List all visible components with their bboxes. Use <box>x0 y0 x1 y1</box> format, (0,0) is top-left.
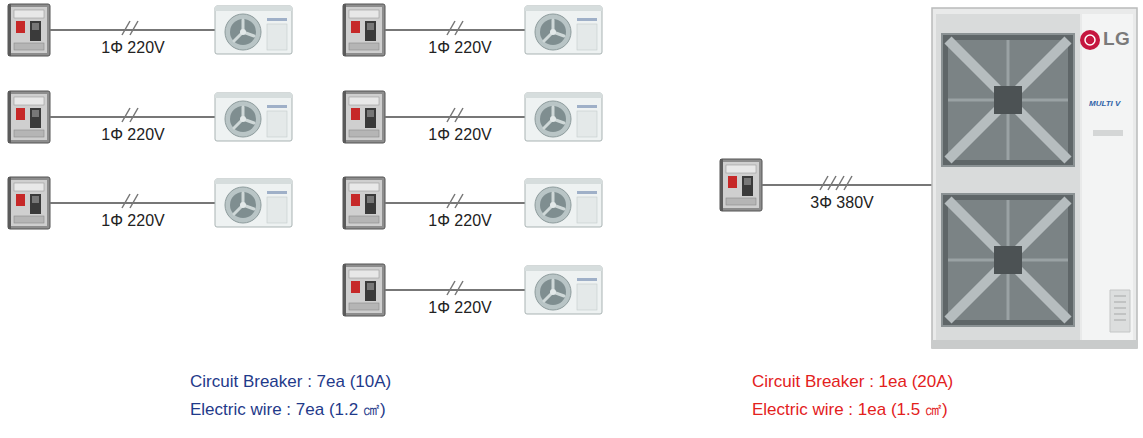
summary-note: Electric wire : 1ea (1.5 ㎠) <box>752 398 948 421</box>
voltage-label: 1Φ 220V <box>428 299 491 317</box>
logo-mark <box>1080 30 1100 50</box>
voltage-label-holder: 1Φ 220V <box>101 126 164 144</box>
breaker-symbol <box>720 159 762 211</box>
voltage-label: 1Φ 220V <box>101 39 164 57</box>
voltage-label: 1Φ 220V <box>428 212 491 230</box>
unit-column-2 <box>525 6 602 314</box>
summary-note-holder: Electric wire : 1ea (1.5 ㎠) <box>752 398 948 421</box>
voltage-label: 1Φ 220V <box>101 126 164 144</box>
summary-note: Circuit Breaker : 1ea (20A) <box>752 372 953 392</box>
breaker-column-1 <box>8 4 50 229</box>
voltage-label-holder: 1Φ 220V <box>101 39 164 57</box>
outdoor-unit <box>215 179 292 227</box>
three-phase-wire <box>762 176 932 190</box>
outdoor-unit <box>525 6 602 54</box>
breaker-symbol <box>343 91 385 143</box>
breaker-symbol <box>343 177 385 229</box>
summary-note: Electric wire : 7ea (1.2 ㎠) <box>190 398 386 421</box>
voltage-label: 1Φ 220V <box>428 39 491 57</box>
summary-note-holder: Circuit Breaker : 7ea (10A) <box>190 372 391 392</box>
wire-column-1 <box>50 21 215 208</box>
voltage-label-holder: 1Φ 220V <box>428 299 491 317</box>
summary-note-holder: Circuit Breaker : 1ea (20A) <box>752 372 953 392</box>
model-name: MULTI V <box>1089 99 1120 108</box>
wire-column-2 <box>385 21 525 295</box>
outdoor-unit <box>525 179 602 227</box>
breaker-column-2 <box>343 4 385 316</box>
voltage-label-holder: 1Φ 220V <box>428 126 491 144</box>
breaker-symbol <box>343 4 385 56</box>
fan-grille <box>942 194 1074 326</box>
fan-grille <box>942 34 1074 166</box>
summary-note-holder: Electric wire : 7ea (1.2 ㎠) <box>190 398 386 421</box>
outdoor-unit <box>215 6 292 54</box>
voltage-label: 1Φ 220V <box>428 126 491 144</box>
voltage-label-holder: 1Φ 220V <box>428 39 491 57</box>
brand-logo: LG <box>1103 28 1130 50</box>
voltage-label: 3Φ 380V <box>810 194 873 212</box>
breaker-symbol <box>8 177 50 229</box>
outdoor-unit <box>525 266 602 314</box>
summary-note: Circuit Breaker : 7ea (10A) <box>190 372 391 392</box>
breaker-symbol <box>343 264 385 316</box>
outdoor-unit <box>215 93 292 141</box>
voltage-label-holder: 1Φ 220V <box>101 212 164 230</box>
model-name-holder: MULTI V <box>1089 92 1120 110</box>
voltage-label: 1Φ 220V <box>101 212 164 230</box>
breaker-symbol <box>8 4 50 56</box>
brand-logo-holder: LG <box>1103 28 1130 50</box>
multi-v-unit <box>932 8 1137 348</box>
unit-column-1 <box>215 6 292 227</box>
breaker-symbol <box>8 91 50 143</box>
outdoor-unit <box>525 93 602 141</box>
voltage-label-holder: 3Φ 380V <box>810 194 873 212</box>
voltage-label-holder: 1Φ 220V <box>428 212 491 230</box>
